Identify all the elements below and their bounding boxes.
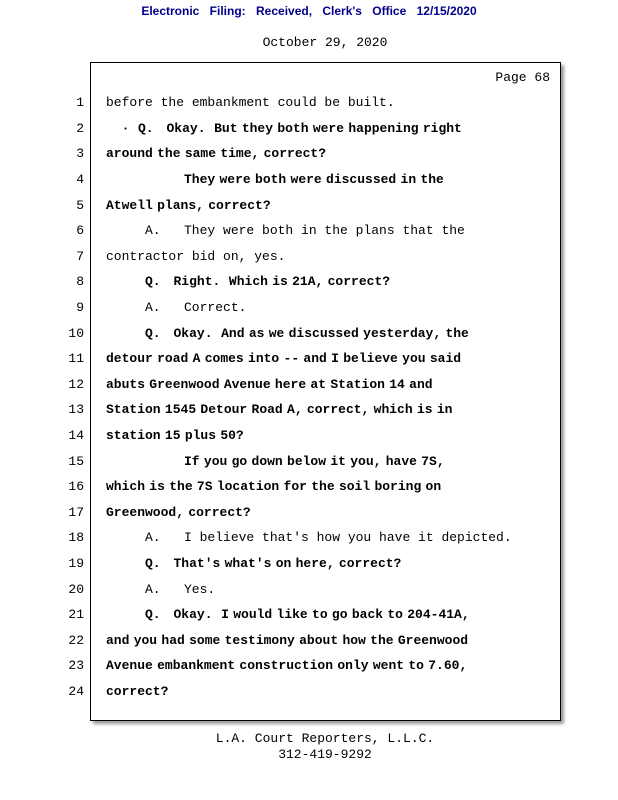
line-number: 2 [76,120,84,136]
line-number: 24 [68,683,84,699]
line-number: 7 [76,248,84,264]
transcript-line: 8 Q. Right. Which is 21A, correct? [0,269,618,295]
transcript-line: 7 contractor bid on, yes. [0,244,618,270]
line-number: 19 [68,555,84,571]
line-number: 17 [68,504,84,520]
line-number: 15 [68,453,84,469]
line-text: Avenue embankment construction only went… [106,658,468,674]
line-text: Station 1545 Detour Road A, correct, whi… [106,402,453,418]
transcript-line: 15 If you go down below it you, have 7S, [0,448,618,474]
line-text: A. I believe that's how you have it depi… [145,530,512,546]
transcript-line: 21 Q. Okay. I would like to go back to 20… [0,602,618,628]
transcript-lines: 1 before the embankment could be built. 2 ·… [0,90,618,704]
transcript-line: 20 A. Yes. [0,576,618,602]
transcript-line: 4 They were both were discussed in the [0,167,618,193]
line-number: 22 [68,632,84,648]
line-text: Atwell plans, correct? [106,197,271,213]
transcript-line: 5 Atwell plans, correct? [0,192,618,218]
transcript-line: 14 station 15 plus 50? [0,423,618,449]
transcript-line: 24 correct? [0,679,618,705]
transcript-box: Page 68 [90,62,561,721]
transcript-line: 13 Station 1545 Detour Road A, correct, w… [0,397,618,423]
line-text: Greenwood, correct? [106,504,251,520]
transcript-line: 1 before the embankment could be built. [0,90,618,116]
line-number: 16 [68,479,84,495]
transcript-line: 12 abuts Greenwood Avenue here at Station… [0,372,618,398]
line-text: A. They were both in the plans that the [145,223,465,239]
transcript-line: 3 around the same time, correct? [0,141,618,167]
line-number: 23 [68,658,84,674]
line-text: correct? [106,683,169,699]
efiling-stamp: Electronic Filing: Received, Clerk's Off… [141,4,477,18]
line-text: Q. That's what's on here, correct? [145,555,402,571]
transcript-line: 23 Avenue embankment construction only we… [0,653,618,679]
line-text: contractor bid on, yes. [106,248,286,264]
line-number: 5 [76,197,84,213]
line-text: They were both were discussed in the [184,172,444,188]
line-text: If you go down below it you, have 7S, [184,453,445,469]
page-number-label: Page 68 [495,70,550,85]
line-number: 8 [76,274,84,290]
hearing-date: October 29, 2020 [262,35,388,50]
line-text: A. Yes. [145,581,216,597]
line-text: A. Correct. [145,300,247,316]
line-text: Q. Okay. And as we discussed yesterday, … [145,325,469,341]
transcript-line: 18 A. I believe that's how you have it de… [0,525,618,551]
line-text: Q. Right. Which is 21A, correct? [145,274,391,290]
transcript-line: 16 which is the 7S location for the soil … [0,474,618,500]
line-text: abuts Greenwood Avenue here at Station 1… [106,376,433,392]
line-number: 20 [68,581,84,597]
footer-phone: 312-419-9292 [278,747,372,762]
line-number: 9 [76,300,84,316]
line-number: 18 [68,530,84,546]
line-number: 1 [76,95,84,111]
transcript-line: 22 and you had some testimony about how t… [0,627,618,653]
transcript-line: 2 · Q. Okay. But they both were happening… [0,116,618,142]
line-text: around the same time, correct? [106,146,327,162]
line-number: 10 [68,325,84,341]
line-number: 13 [68,402,84,418]
line-number: 14 [68,428,84,444]
line-number: 21 [68,607,84,623]
line-text: Q. Okay. I would like to go back to 204-… [145,607,470,623]
transcript-line: 10 Q. Okay. And as we discussed yesterday… [0,320,618,346]
line-text: and you had some testimony about how the… [106,632,469,648]
line-text: station 15 plus 50? [106,428,244,444]
line-number: 6 [76,223,84,239]
footer-company: L.A. Court Reporters, L.L.C. [215,731,435,746]
line-text: detour road A comes into -- and I believ… [106,351,462,367]
transcript-line: 17 Greenwood, correct? [0,500,618,526]
transcript-line: 11 detour road A comes into -- and I beli… [0,346,618,372]
line-number: 4 [76,172,84,188]
transcript-line: 6 A. They were both in the plans that the [0,218,618,244]
transcript-line: 19 Q. That's what's on here, correct? [0,551,618,577]
line-number: 3 [76,146,84,162]
transcript-line: 9 A. Correct. [0,295,618,321]
line-number: 12 [68,376,84,392]
line-number: 11 [68,351,84,367]
line-text: which is the 7S location for the soil bo… [106,479,442,495]
line-text: · Q. Okay. But they both were happening … [121,120,462,136]
line-text: before the embankment could be built. [106,95,395,111]
reporter-footer: L.A. Court Reporters, L.L.C. 312-419-929… [90,731,560,763]
